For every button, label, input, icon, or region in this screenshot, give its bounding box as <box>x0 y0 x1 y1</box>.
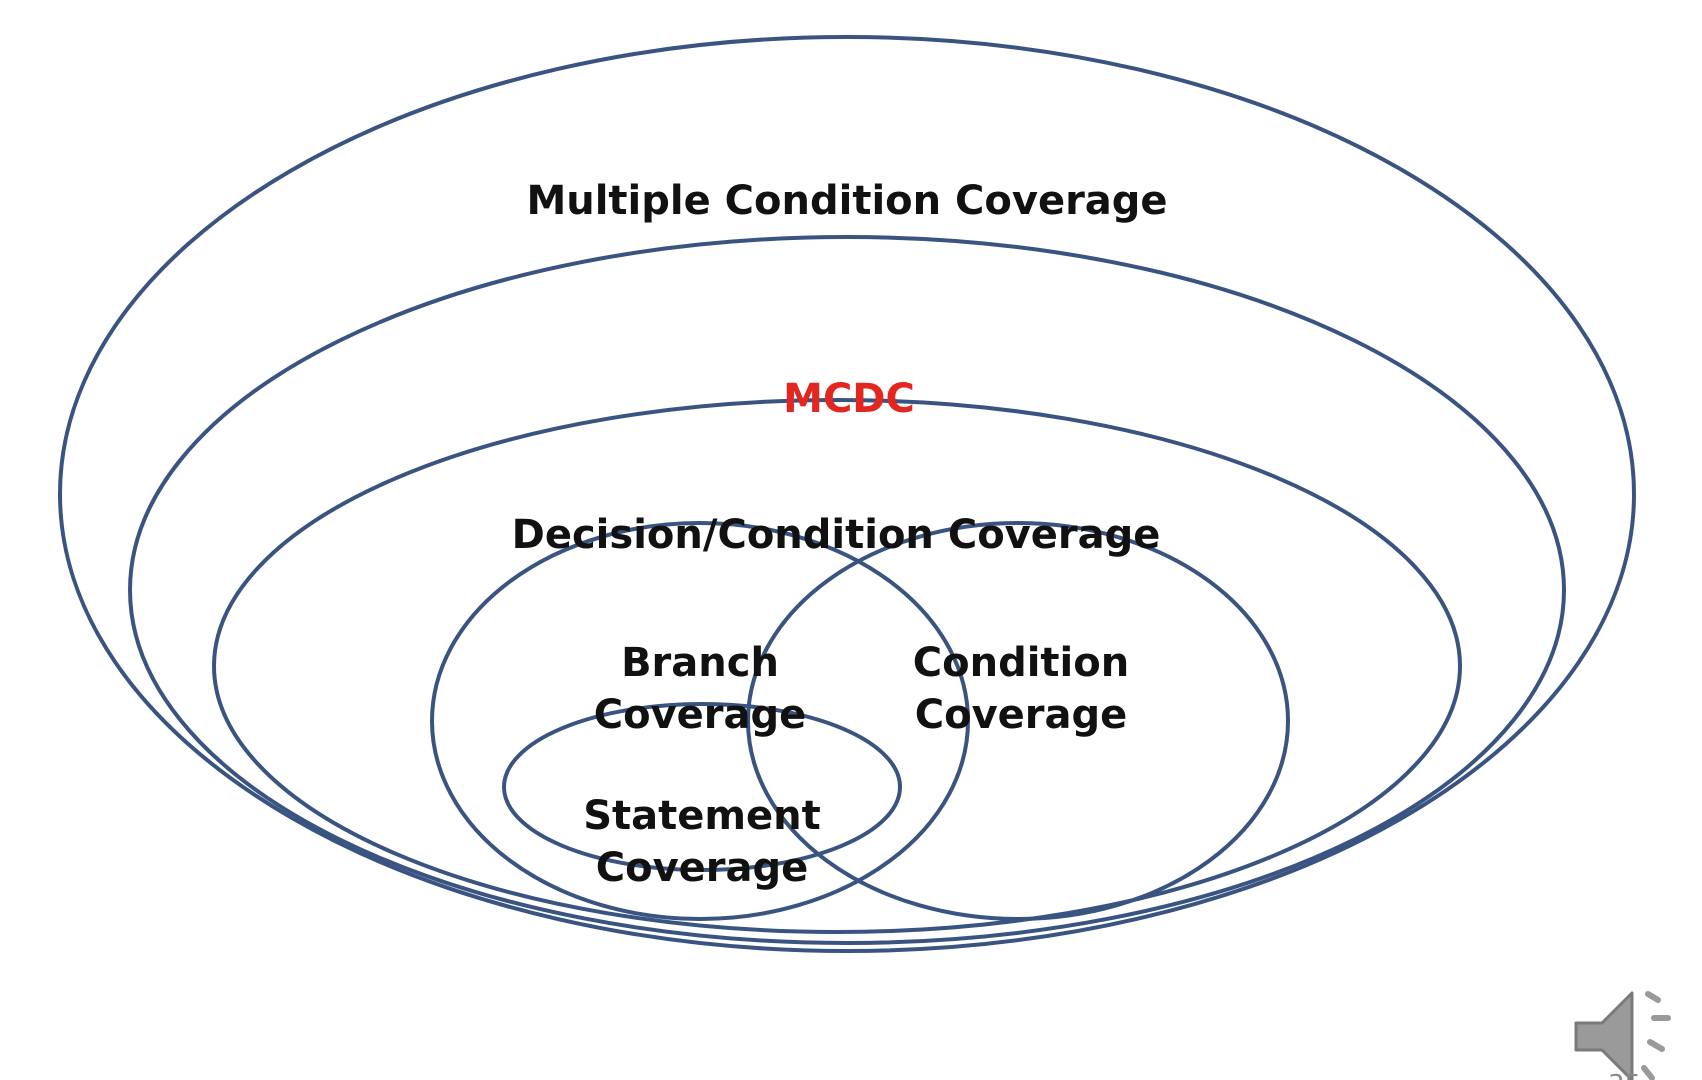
slide-number: 35 <box>1608 1070 1641 1080</box>
branch-coverage-ellipse <box>430 521 970 921</box>
condition-coverage-label-line1: Condition <box>913 640 1129 686</box>
decision-condition-coverage-label: Decision/Condition Coverage <box>512 512 1161 558</box>
statement-coverage-label-line2: Coverage <box>596 845 809 891</box>
condition-coverage-label-line2: Coverage <box>915 692 1128 738</box>
statement-coverage-label-line1: Statement <box>583 793 821 839</box>
statement-coverage-ellipse <box>502 702 902 872</box>
multiple-condition-coverage-ellipse <box>58 35 1636 953</box>
condition-coverage-ellipse <box>746 521 1290 921</box>
decision-condition-coverage-ellipse <box>212 398 1462 934</box>
branch-coverage-label-line1: Branch <box>621 640 779 686</box>
mcdc-label: MCDC <box>783 376 915 422</box>
branch-coverage-label-line2: Coverage <box>594 692 807 738</box>
speaker-icon[interactable] <box>1574 991 1671 1080</box>
mcdc-ellipse <box>128 235 1566 945</box>
multiple-condition-coverage-label: Multiple Condition Coverage <box>526 178 1167 224</box>
